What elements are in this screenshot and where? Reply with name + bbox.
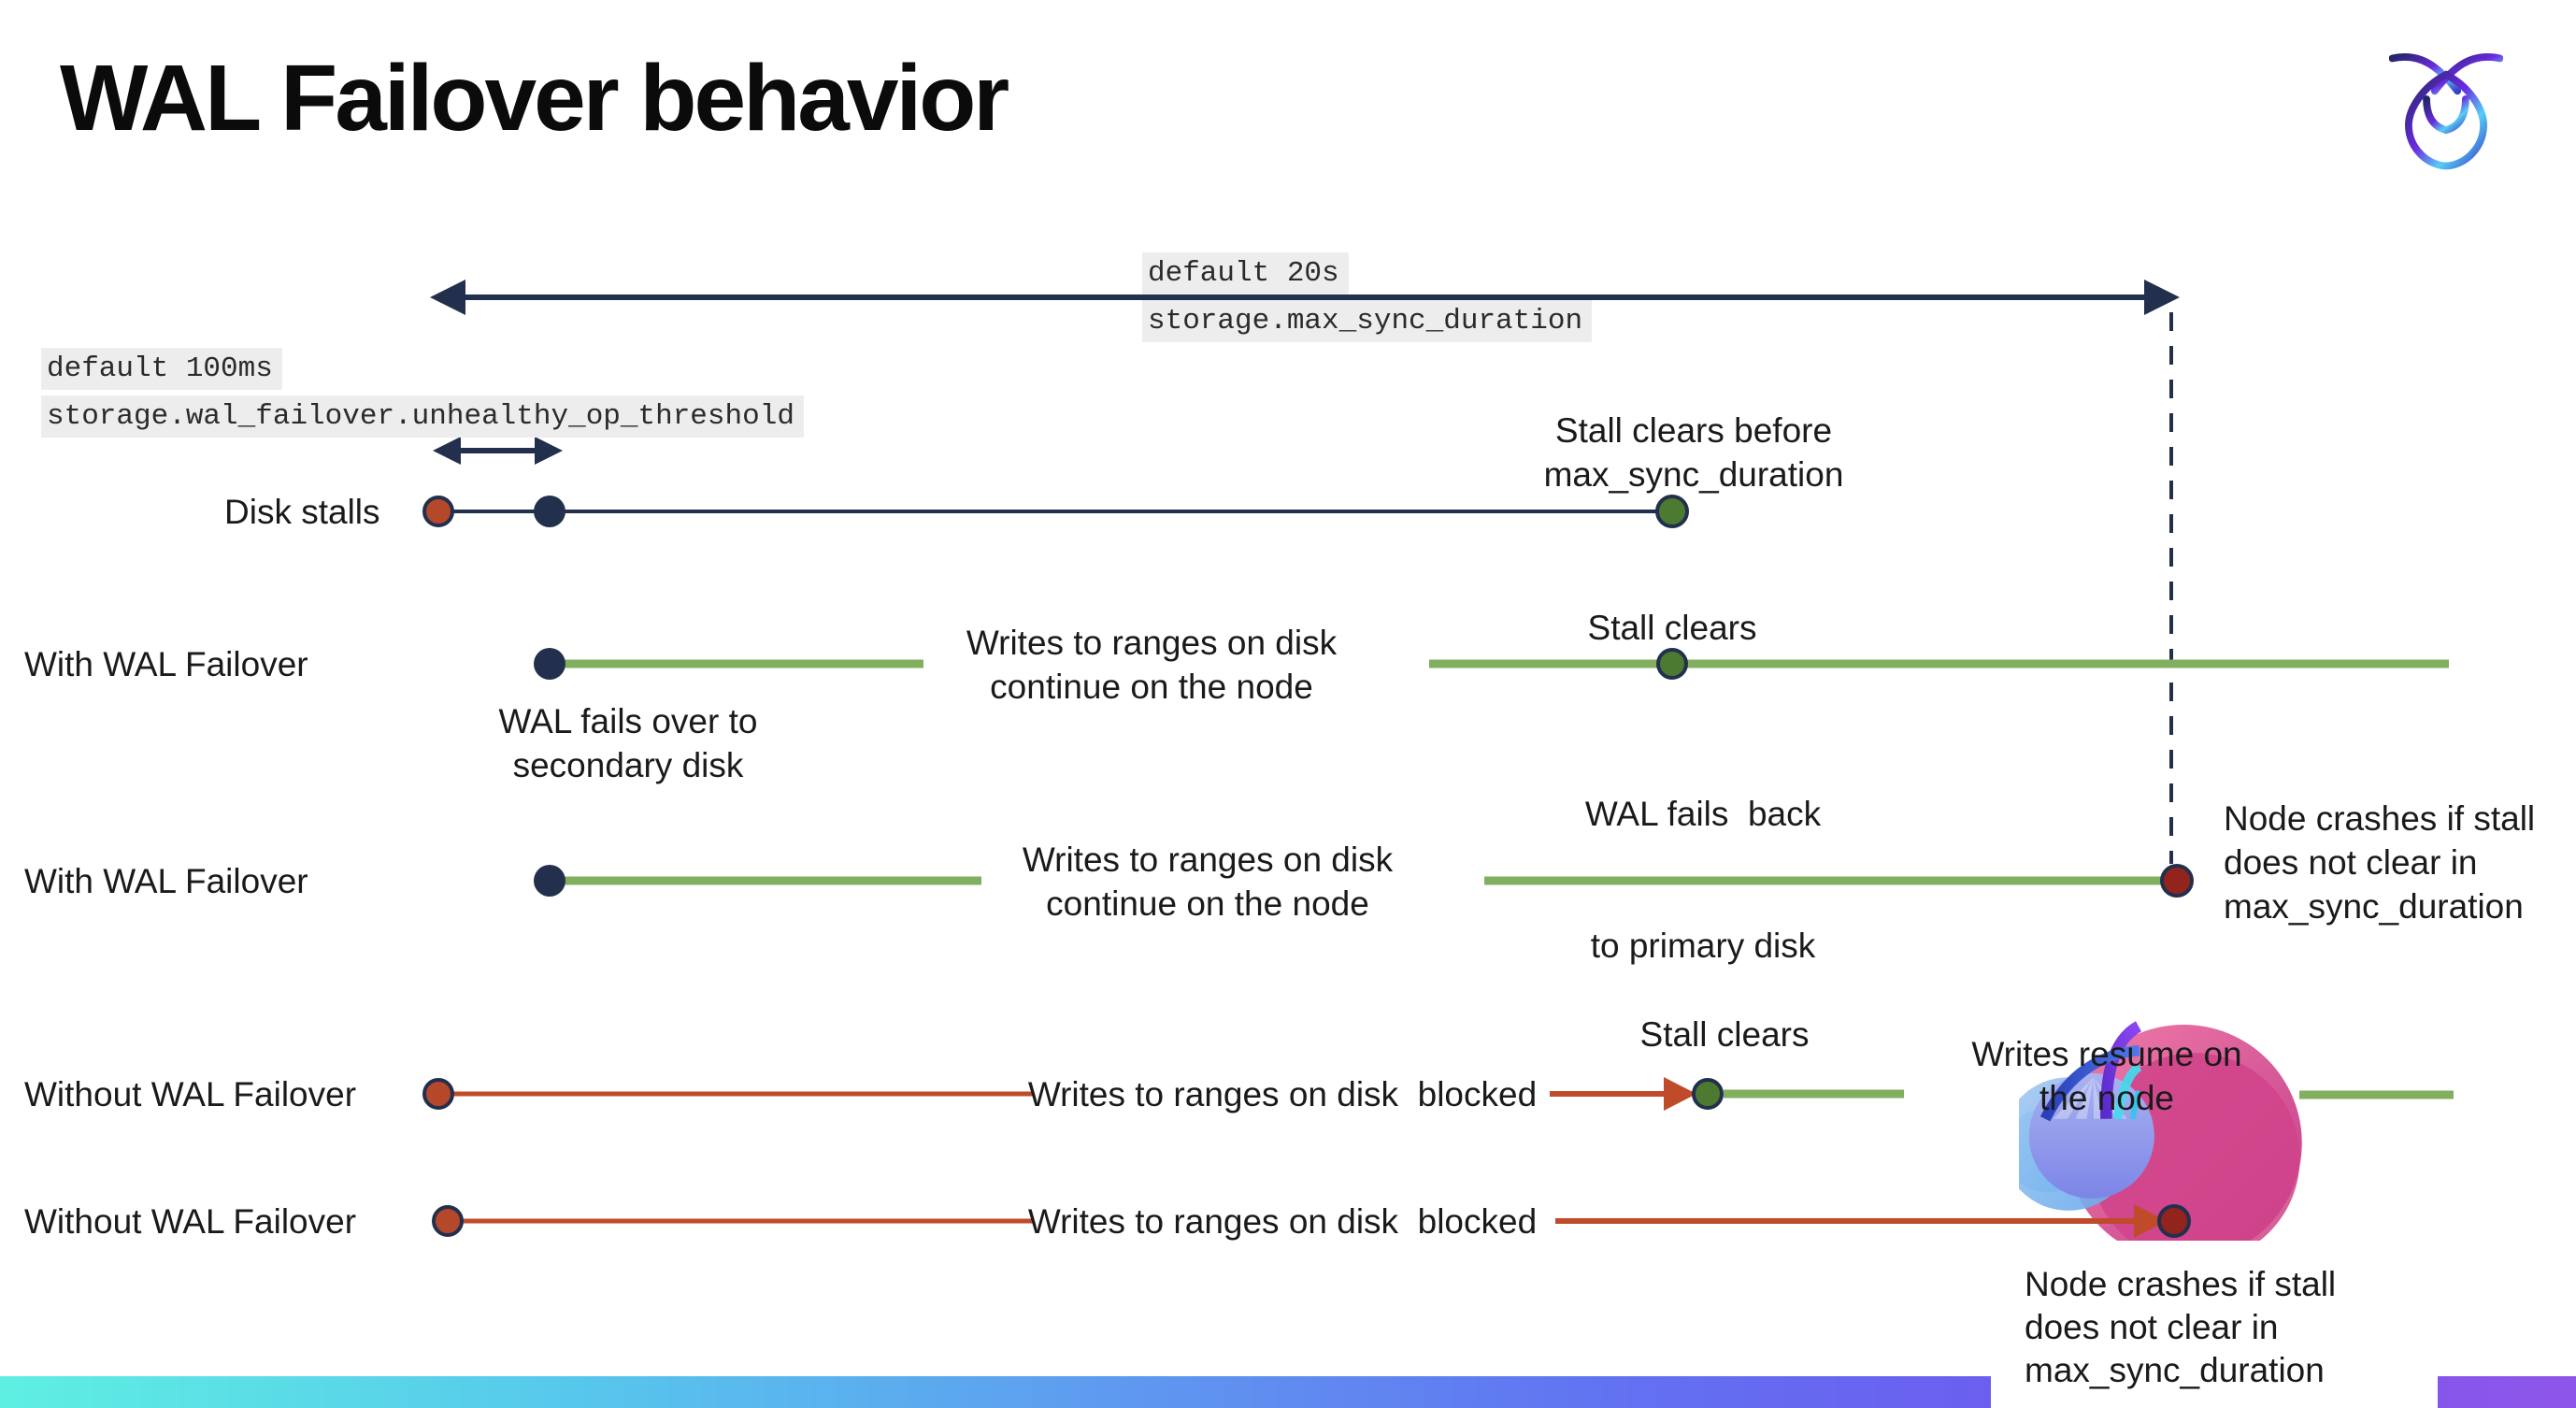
stall-clears-dot <box>1692 1078 1724 1110</box>
row-no-failover-clears-timeline <box>422 1077 2454 1111</box>
annotation-stall-clears-2: Stall clears <box>1639 1015 1810 1054</box>
node-crash-dot <box>2160 864 2194 898</box>
page-title: WAL Failover behavior <box>60 46 1009 151</box>
failover-dot <box>534 865 565 897</box>
annotation-writes-continue-1: Writes to ranges on disk continue on the… <box>966 624 1338 706</box>
annotation-writes-blocked-2: Writes to ranges on disk blocked <box>1027 1202 1538 1241</box>
row-label-disk-stalls: Disk stalls <box>224 493 380 531</box>
annotation-writes-blocked-1: Writes to ranges on disk blocked <box>1027 1075 1538 1113</box>
unhealthy-op-threshold-arrow <box>433 437 563 465</box>
setting-name: storage.max_sync_duration <box>1142 300 1593 342</box>
setting-max-sync-duration: default 20s storage.max_sync_duration <box>1142 252 1593 348</box>
row-disk-stalls-timeline <box>422 495 1689 528</box>
stall-start-dot <box>422 1078 454 1110</box>
annotation-writes-continue-2: Writes to ranges on disk continue on the… <box>1022 840 1394 923</box>
row-no-failover-crash-timeline <box>432 1204 2191 1238</box>
setting-name: storage.wal_failover.unhealthy_op_thresh… <box>41 395 804 438</box>
setting-default-value: default 100ms <box>41 348 282 390</box>
row-wal-failover-clears-timeline <box>534 648 2449 680</box>
brand-art-shapes <box>2019 1021 2302 1264</box>
node-crash-dot <box>2157 1204 2191 1238</box>
annotation-stall-clears-1: Stall clears <box>1587 609 1757 647</box>
row-label-with-wal-failover-1: With WAL Failover <box>24 645 308 683</box>
annotation-writes-resume: Writes resume on the node <box>1971 1035 2242 1117</box>
max-sync-duration-arrow <box>430 280 2180 315</box>
row-label-without-wal-failover-2: Without WAL Failover <box>24 1202 357 1241</box>
setting-default-value: default 20s <box>1142 252 1349 295</box>
stall-clears-dot <box>1655 495 1689 528</box>
annotation-node-crashes-right: Node crashes if stall does not clear in … <box>2224 799 2536 926</box>
stall-start-dot <box>422 496 454 527</box>
cockroachdb-logo <box>2389 53 2503 170</box>
failover-threshold-dot <box>534 496 565 527</box>
annotation-wal-fails-back: WAL fails back to primary disk <box>1584 795 1822 965</box>
brand-art <box>2019 1021 2302 1264</box>
row-label-with-wal-failover-2: With WAL Failover <box>24 862 308 900</box>
row-label-without-wal-failover-1: Without WAL Failover <box>24 1075 357 1113</box>
annotation-node-crashes-box: Node crashes if stall does not clear in … <box>1991 1241 2438 1408</box>
setting-unhealthy-op-threshold: default 100ms storage.wal_failover.unhea… <box>41 348 804 443</box>
annotation-wal-fails-over: WAL fails over to secondary disk <box>498 702 758 784</box>
row-wal-failover-crash-timeline <box>534 864 2194 898</box>
stall-start-dot <box>432 1205 464 1237</box>
failback-dot <box>1656 648 1688 680</box>
failover-dot <box>534 648 565 680</box>
annotation-stall-clears-before: Stall clears before max_sync_duration <box>1543 411 1844 494</box>
